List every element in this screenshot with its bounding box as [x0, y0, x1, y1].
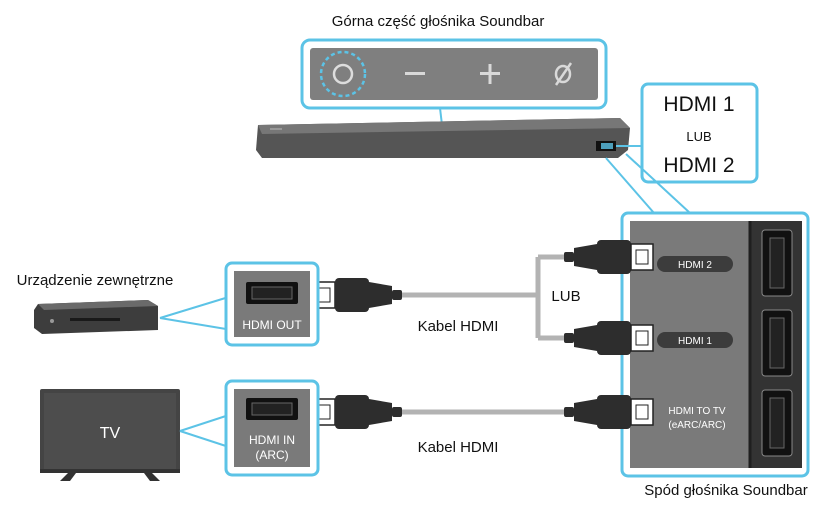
hdmi-plug-tv-out — [564, 395, 654, 429]
soundbar-body — [256, 118, 630, 158]
svg-text:HDMI 2: HDMI 2 — [678, 260, 712, 271]
callout-hdmi1: HDMI 1 — [663, 93, 734, 116]
soundbar-top-panel — [300, 38, 608, 110]
port-hdmi2: HDMI 2 — [657, 229, 793, 297]
mic-off-icon — [554, 62, 573, 86]
port-hdmi-to-tv: HDMI TO TV (eARC/ARC) — [668, 389, 793, 457]
bottom-caption: Spód głośnika Soundbar — [644, 482, 807, 499]
tv-screen-text: TV — [100, 425, 121, 442]
cable-label-bottom: Kabel HDMI — [418, 439, 499, 456]
svg-text:HDMI 1: HDMI 1 — [678, 336, 712, 347]
hdmi-plug-hdmi1 — [564, 321, 654, 355]
tv-icon: TV — [40, 389, 180, 481]
cable-label-top: Kabel HDMI — [418, 318, 499, 335]
hdmi-in-arc-label: (ARC) — [255, 448, 288, 462]
plus-icon — [480, 64, 500, 84]
callout-hdmi2: HDMI 2 — [663, 154, 734, 177]
hdmi-plug-tv — [312, 395, 402, 429]
top-caption: Górna część głośnika Soundbar — [332, 13, 545, 30]
hdmi-out-label: HDMI OUT — [242, 318, 302, 332]
minus-icon — [405, 72, 425, 75]
power-icon — [319, 50, 367, 98]
external-device-port-box: HDMI OUT — [224, 261, 320, 347]
soundbar-bottom-panel: HDMI 2 HDMI 1 HDMI TO TV (eARC/ARC) — [620, 211, 810, 478]
hdmi-plug-device — [312, 278, 402, 312]
tv-port-box: HDMI IN (ARC) — [224, 379, 320, 477]
hdmi-in-label: HDMI IN — [249, 433, 295, 447]
external-device-label: Urządzenie zewnętrzne — [17, 272, 174, 289]
hdmi-plug-hdmi2 — [564, 240, 654, 274]
hdmi-callout: HDMI 1 LUB HDMI 2 — [640, 82, 759, 184]
port-hdmi1: HDMI 1 — [657, 309, 793, 377]
svg-text:HDMI TO TV: HDMI TO TV — [668, 406, 726, 417]
external-device-icon — [34, 300, 158, 334]
svg-text:(eARC/ARC): (eARC/ARC) — [668, 420, 725, 431]
cable-top — [400, 254, 566, 341]
or-label: LUB — [551, 288, 580, 305]
callout-or: LUB — [686, 129, 711, 144]
